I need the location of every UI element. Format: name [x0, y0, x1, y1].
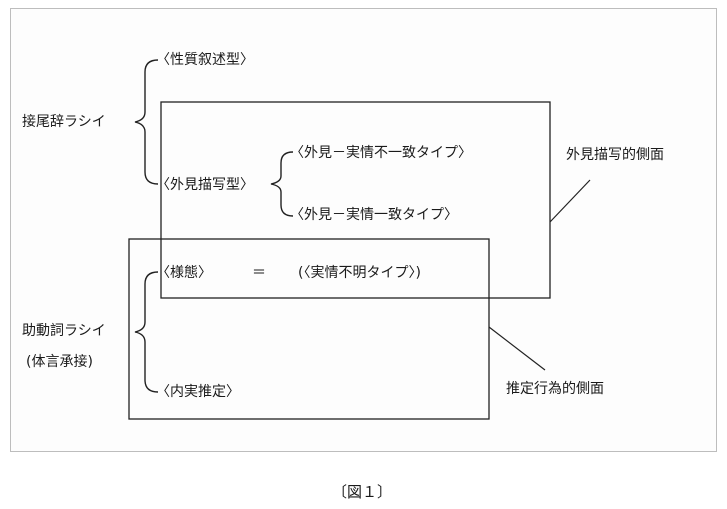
box-suitei-koi-sokumen: [128, 238, 490, 420]
brace-jodoshi-rashii: [134, 271, 159, 393]
label-taigen-shosetsu: (体言承接): [26, 354, 93, 370]
label-gaiken-byosha: 〈外見描写型〉: [156, 177, 254, 193]
brace-gaiken-byosha: [270, 151, 294, 217]
label-gaiken-byosha-sokumen: 外見描写的側面: [566, 147, 664, 163]
label-setsubi-rashii: 接尾辞ラシイ: [22, 114, 106, 130]
label-icchi: 〈外見－実情一致タイプ〉: [290, 207, 458, 223]
figure-caption: 〔図１〕: [332, 483, 393, 501]
brace-setsubi-rashii: [134, 59, 159, 185]
label-equals: ＝: [252, 265, 266, 281]
diagram-frame: [10, 8, 717, 452]
box-gaiken-byosha-sokumen: [160, 101, 551, 299]
leader-gaiken-byosha-sokumen: [549, 179, 591, 223]
label-suitei-koi-sokumen: 推定行為的側面: [506, 381, 604, 397]
label-seishitsu-jojutsu: 〈性質叙述型〉: [156, 52, 254, 68]
leader-suitei-koi-sokumen: [488, 326, 546, 371]
label-yotai: 〈様態〉: [156, 265, 212, 281]
label-naijitsu-suitei: 〈内実推定〉: [156, 384, 240, 400]
label-fuicchi: 〈外見－実情不一致タイプ〉: [290, 145, 472, 161]
label-jitsujo-fumei: (〈実情不明タイプ〉): [298, 265, 421, 281]
label-jodoshi-rashii: 助動詞ラシイ: [22, 323, 106, 339]
